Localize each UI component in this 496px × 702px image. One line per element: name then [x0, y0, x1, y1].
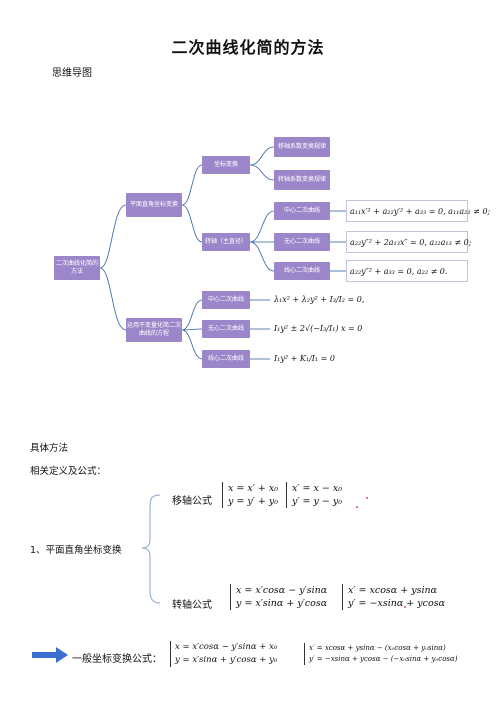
section-1-title: 1、平面直角坐标变换	[30, 545, 122, 556]
translate-formula-label: 移轴公式	[172, 496, 212, 507]
general-inverse-y: y′ = −xsinα + ycosα − (−x₀sinα + y₀cosα)	[309, 655, 458, 663]
mindmap-node-rotate: 转轴系数变换规律	[274, 170, 330, 190]
mindmap-node-center-curve: 中心二次曲线	[274, 202, 330, 220]
rotate-forward-x: x = x′cosα − y′sinα	[236, 585, 328, 596]
formula-invariant-linecenter: I₁y² + K₁/I₁ = 0	[274, 354, 336, 363]
mindmap-branch-coordinate: 平面直角坐标变换	[126, 193, 182, 217]
translate-inverse-x: x′ = x − x₀	[292, 483, 343, 494]
rotate-inverse-y: y′ = −xsinα + ycosα	[348, 598, 445, 609]
general-formula-label: 一般坐标变换公式：	[72, 654, 162, 665]
general-inverse-x: x′ = xcosα + ysinα − (x₀cosα + y₀sinα)	[309, 644, 446, 652]
general-formula-inverse: x′ = xcosα + ysinα − (x₀cosα + y₀sinα) y…	[304, 643, 457, 665]
mindmap-node-inv-nocenter: 无心二次曲线	[202, 320, 250, 338]
general-forward-x: x = x′cosα − y′sinα + x₀	[175, 642, 278, 652]
mindmap-node-inv-center: 中心二次曲线	[202, 291, 250, 309]
translate-inverse-y: y′ = y − y₀	[292, 496, 343, 507]
translate-formula-forward: x = x′ + x₀ y = y′ + y₀	[222, 482, 278, 508]
mindmap-node-nocenter-curve: 无心二次曲线	[274, 233, 330, 251]
section-heading-definitions: 相关定义及公式：	[30, 466, 107, 477]
rotate-formula-label: 转轴公式	[172, 600, 212, 611]
rotate-formula-forward: x = x′cosα − y′sinα y = x′sinα + y′cosα	[230, 584, 327, 610]
formula-invariant-center: λ₁x² + λ₂y² + I₃/I₂ = 0,	[274, 295, 365, 304]
mindmap-node-inv-linecenter: 线心二次曲线	[202, 350, 250, 368]
formula-center-canonical: a₁₁x′² + a₂₂y′² + a₃₃ = 0, a₁₁a₂₂ ≠ 0;	[346, 200, 490, 222]
general-formula-forward: x = x′cosα − y′sinα + x₀ y = x′sinα + y′…	[170, 641, 277, 667]
mindmap-branch-invariant: 运用不变量化简二次曲线的方程	[126, 318, 182, 342]
arrow-icon	[32, 647, 68, 663]
rotate-forward-y: y = x′sinα + y′cosα	[236, 598, 328, 609]
section-heading-methods: 具体方法	[30, 443, 69, 454]
translate-forward-x: x = x′ + x₀	[228, 483, 279, 494]
mindmap-heading: 思维导图	[52, 68, 92, 79]
general-forward-y: y = x′sinα + y′cosα + y₀	[175, 655, 278, 665]
mindmap-node-translate: 移轴系数变换规律	[274, 137, 330, 157]
mindmap-node-rotate-principal: 转轴（主直径）	[202, 233, 250, 251]
translate-forward-y: y = y′ + y₀	[228, 496, 279, 507]
translate-formula-inverse: x′ = x − x₀ y′ = y − y₀	[286, 482, 342, 508]
rotate-formula-inverse: x′ = xcosα + ysinα y′ = −xsinα + ycosα	[342, 584, 445, 610]
formula-linecenter-canonical: a₂₂y″² + a₃₃ = 0, a₂₂ ≠ 0.	[346, 260, 468, 282]
mindmap-node-coord-transform: 坐标变换	[202, 156, 250, 174]
mindmap-node-linecenter-curve: 线心二次曲线	[274, 262, 330, 280]
formula-invariant-nocenter: I₁y² ± 2√(−I₃/I₁) x = 0	[274, 324, 363, 333]
rotate-inverse-x: x′ = xcosα + ysinα	[348, 585, 438, 596]
page-title: 二次曲线化简的方法	[171, 38, 325, 57]
formula-nocenter-canonical: a₂₂y″² + 2a₁₃x″ = 0, a₂₂a₁₃ ≠ 0;	[346, 231, 471, 253]
mindmap-root: 二次曲线化简的方法	[54, 256, 100, 280]
